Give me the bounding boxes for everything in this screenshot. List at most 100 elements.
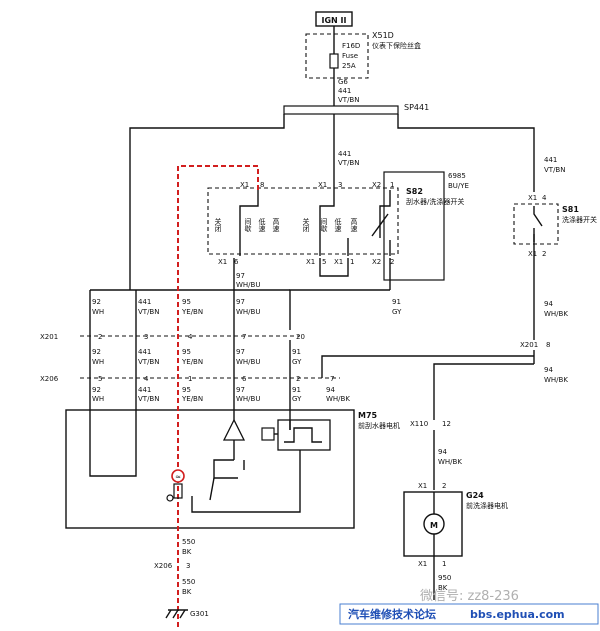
- sw-bot-pin-5: 5: [322, 258, 326, 266]
- x206-pin-2: 2: [296, 375, 300, 383]
- s81-bot-x1: X1: [528, 250, 537, 258]
- wire-441-l3: 441: [138, 386, 151, 394]
- feed-color: VT/BN: [338, 96, 359, 104]
- wire-91-color-a: GY: [392, 308, 402, 316]
- fuse-type: Fuse: [342, 52, 358, 60]
- x201-right-label: X201: [520, 341, 538, 349]
- x206-bottom-pin: 3: [186, 562, 190, 570]
- x206-pin-6: 6: [242, 375, 247, 383]
- motor-brush-icon: [173, 483, 183, 499]
- fuse-rating: 25A: [342, 62, 356, 70]
- traced-circuit-95: [177, 165, 259, 628]
- washer-motor-box: [403, 491, 463, 557]
- wire-950-c: BK: [438, 584, 448, 592]
- splice-bar: [283, 105, 399, 115]
- relay-triangle: [222, 418, 246, 441]
- wire-95-c1: YE/BN: [181, 308, 203, 316]
- switch-id: S82: [406, 187, 423, 196]
- wire-91-l3: 91: [292, 386, 301, 394]
- sw-bot-pin-6: 6: [234, 258, 239, 266]
- sw-top-pin-3: 3: [338, 181, 342, 189]
- wire-91-c2: GY: [292, 358, 302, 366]
- wire-97-color-a: WH/BU: [236, 281, 260, 289]
- wire-92-c2: WH: [92, 358, 104, 366]
- wire-550-c1: BK: [182, 548, 192, 556]
- wire-95-c2: YE/BN: [181, 358, 203, 366]
- wire-441-l2: 441: [138, 348, 151, 356]
- wire-441-label-a: 441: [338, 150, 351, 158]
- ground-label: G301: [190, 610, 209, 618]
- feed-circuit: 441: [338, 87, 351, 95]
- wire-97-l3: 97: [236, 386, 245, 394]
- wire-550-l2: 550: [182, 578, 195, 586]
- x201-pin-7: 7: [242, 333, 246, 341]
- wire-550-c2: BK: [182, 588, 192, 596]
- x201-pin-2: 2: [98, 333, 102, 341]
- forum-banner: [339, 603, 599, 625]
- fuse-symbol: [329, 53, 339, 69]
- sw-bot-pin-x1c: X1: [334, 258, 343, 266]
- wire-441-color-a: VT/BN: [338, 159, 359, 167]
- wechat-watermark: 微信号: zz8-236: [420, 589, 519, 604]
- sw-bot-pin-x1b: X1: [306, 258, 315, 266]
- pos-high-b: 高速: [350, 217, 358, 233]
- wire-94-cr2: WH/BK: [544, 376, 568, 384]
- wire-441-c3: VT/BN: [138, 395, 159, 403]
- wire-91-l2: 91: [292, 348, 301, 356]
- s81-top-x1: X1: [528, 194, 537, 202]
- switch-housing: [207, 187, 399, 255]
- pos-high-a: 高速: [272, 217, 280, 233]
- wire-97-l2: 97: [236, 348, 245, 356]
- wire-91-label-a: 91: [392, 298, 401, 306]
- pos-off-b: 关闭: [302, 217, 310, 233]
- wire-441-color-r: VT/BN: [544, 166, 565, 174]
- ign-label: IGN II: [322, 16, 347, 25]
- g24-name: 前洗涤器电机: [466, 501, 508, 510]
- relay-coil: [261, 427, 275, 441]
- wire-94-lr2: 94: [544, 366, 553, 374]
- sw-top-pin-x1b: X1: [318, 181, 327, 189]
- sw-top-pin-x2: X2: [372, 181, 381, 189]
- wire-441-c2: VT/BN: [138, 358, 159, 366]
- wire-94-cm: WH/BK: [438, 458, 462, 466]
- g24-top-x1: X1: [418, 482, 427, 490]
- g24-bot-1: 1: [442, 560, 446, 568]
- wire-91-c3: GY: [292, 395, 302, 403]
- m75-name: 前刮水器电机: [358, 421, 400, 430]
- switch-color: BU/YE: [448, 182, 469, 190]
- x110-pin: 12: [442, 420, 451, 428]
- wire-94-c3: WH/BK: [326, 395, 350, 403]
- wire-94-lr1: 94: [544, 300, 553, 308]
- x201-pin-20: 20: [296, 333, 305, 341]
- g24-id: G24: [466, 491, 484, 500]
- wire-441-c1: VT/BN: [138, 308, 159, 316]
- wire-95-l1: 95: [182, 298, 191, 306]
- svg-text:≈: ≈: [175, 473, 181, 481]
- wire-92-c3: WH: [92, 395, 104, 403]
- park-switch-icon: [171, 469, 185, 483]
- wire-94-l3: 94: [326, 386, 335, 394]
- pos-low-a: 低速: [258, 217, 266, 233]
- wire-97-c3: WH/BU: [236, 395, 260, 403]
- wire-441-label-r: 441: [544, 156, 557, 164]
- wire-94-lm: 94: [438, 448, 447, 456]
- g24-top-2: 2: [442, 482, 446, 490]
- x206-label: X206: [40, 375, 59, 383]
- ground-icon: [165, 609, 188, 619]
- fuse-ground-pin: G6: [338, 78, 348, 86]
- fuse-location: 仪表下保险丝盒: [372, 41, 421, 50]
- module-box: [277, 419, 331, 451]
- sw-bot-pin-1: 1: [350, 258, 354, 266]
- x110-label: X110: [410, 420, 428, 428]
- motor-symbol: M: [430, 521, 438, 530]
- switch-positions: 关闭 间歇 低速 高速 关闭 间歇 低速 高速: [214, 217, 358, 233]
- s81-bot-2: 2: [542, 250, 546, 258]
- fuse-connector: X51D: [372, 31, 394, 40]
- fuse-box: [305, 33, 369, 79]
- site-watermark: bbs.ephua.com: [470, 608, 565, 621]
- park-contact-icon: [166, 494, 174, 502]
- wire-95-l3: 95: [182, 386, 191, 394]
- wire-550-l1: 550: [182, 538, 195, 546]
- s81-id: S81: [562, 205, 579, 214]
